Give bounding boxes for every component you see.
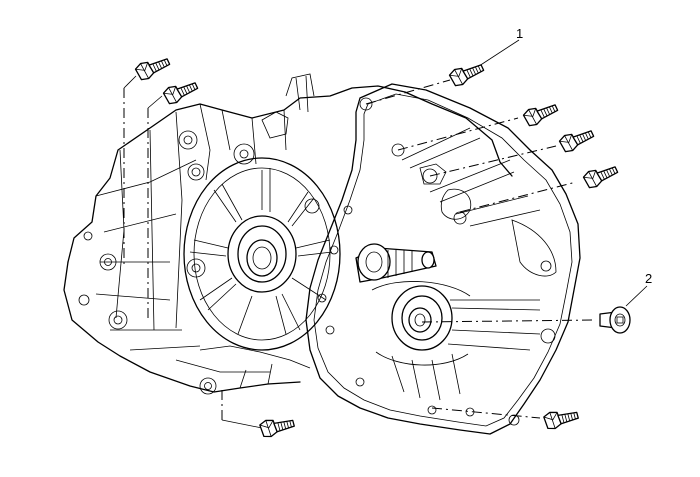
bolt-icon — [447, 57, 486, 89]
bolt-icon — [581, 159, 620, 191]
bolt-icon — [557, 123, 596, 155]
bolt-icon — [258, 412, 296, 440]
callout-label-1: 1 — [516, 26, 523, 41]
callout-label-2: 2 — [645, 271, 652, 286]
transmission-housing — [63, 73, 581, 435]
leader-lines — [123, 39, 648, 429]
bolt-icon — [521, 97, 560, 129]
collar-bolt-icon — [599, 306, 631, 334]
bolt-icon — [161, 75, 200, 107]
bolt-icon — [542, 404, 580, 432]
bolt-icon — [133, 51, 172, 83]
